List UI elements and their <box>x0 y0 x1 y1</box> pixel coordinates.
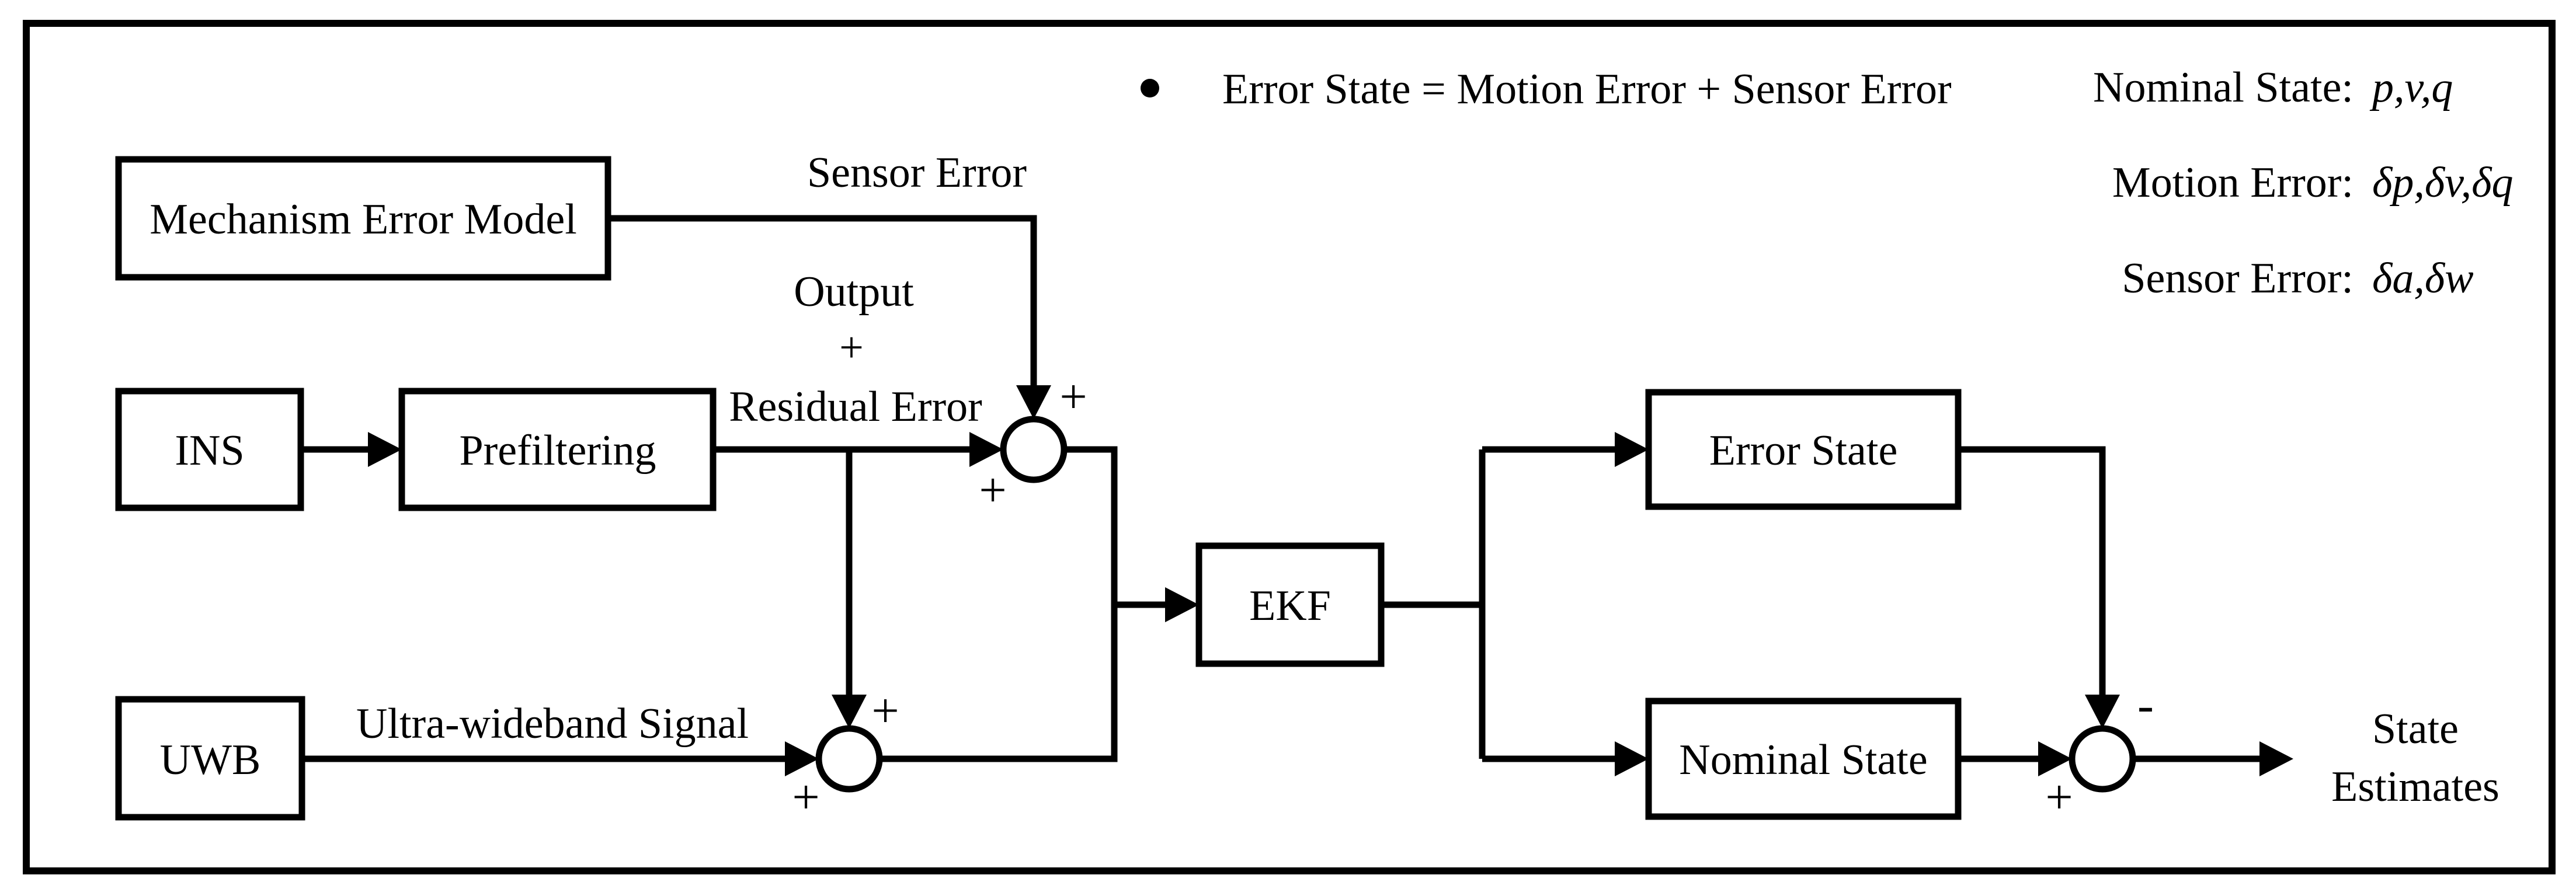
block-uwb <box>115 696 305 821</box>
block-error-state <box>1645 389 1962 510</box>
edge-label-ultra-wideband-signal: Ultra-wideband Signal <box>356 700 749 748</box>
connector-sum1-to-junction <box>1064 446 1118 605</box>
block-label-nominal-state: Nominal State <box>1679 736 1927 784</box>
arrowhead-into-sum1-top <box>1016 385 1051 419</box>
sum2-left-sign: + <box>792 771 819 825</box>
legend-nominal-state-label: Nominal State: <box>2093 64 2353 111</box>
arrowhead-into-ekf <box>1165 587 1199 622</box>
edge-label-sensor-error: Sensor Error <box>807 149 1027 197</box>
block-label-mechanism-error-model: Mechanism Error Model <box>150 196 577 243</box>
edge-label-output: Output <box>794 268 914 316</box>
output-label-estimates: Estimates <box>2331 763 2499 811</box>
arrowhead-into-prefiltering <box>368 432 402 467</box>
arrowhead-into-sum2-top <box>832 695 867 728</box>
arrowhead-into-nominal-state <box>1615 741 1649 776</box>
outer-border <box>23 20 2556 874</box>
block-ins <box>115 388 304 511</box>
arrowhead-into-error-state <box>1615 432 1649 467</box>
connector-mechanism-to-sum1 <box>608 215 1037 388</box>
connector-sum2-to-junction <box>879 605 1118 762</box>
arrowhead-into-sum1-left <box>969 432 1003 467</box>
edge-label-residual-error: Residual Error <box>729 383 982 431</box>
sum1-left-sign: + <box>979 463 1006 518</box>
arrowhead-into-sum3-left <box>2038 741 2072 776</box>
summing-junction-1 <box>1000 416 1068 483</box>
summing-junction-2 <box>815 725 883 793</box>
legend-motion-error-value: δp,δv,δq <box>2372 159 2514 207</box>
sum3-left-sign: + <box>2045 771 2073 825</box>
legend-sensor-error-label: Sensor Error: <box>2122 254 2353 302</box>
sum3-top-sign: - <box>2137 678 2154 733</box>
output-label-state: State <box>2372 705 2459 753</box>
block-label-error-state: Error State <box>1709 427 1898 475</box>
arrowhead-state-estimates <box>2259 741 2293 776</box>
arrowhead-into-sum2-left <box>785 741 819 776</box>
block-label-uwb: UWB <box>160 736 261 784</box>
block-mechanism-error-model <box>115 156 611 281</box>
summing-junction-3 <box>2069 725 2136 793</box>
sum2-top-sign: + <box>871 684 899 738</box>
edge-label-output-plus: + <box>839 324 864 372</box>
block-nominal-state <box>1645 698 1962 820</box>
legend-nominal-state-value: p,v,q <box>2369 64 2453 111</box>
block-ekf <box>1195 542 1385 667</box>
block-label-prefiltering: Prefiltering <box>459 427 656 475</box>
sum1-top-sign: + <box>1059 370 1087 424</box>
legend-motion-error-label: Motion Error: <box>2112 159 2353 207</box>
arrowhead-into-sum3-top <box>2085 695 2120 728</box>
bullet-icon <box>1141 79 1159 97</box>
block-label-ekf: EKF <box>1249 582 1331 630</box>
legend-sensor-error-value: δa,δw <box>2372 254 2474 302</box>
connector-error-state-to-sum3 <box>1958 446 2106 697</box>
note-bullet-text: Error State = Motion Error + Sensor Erro… <box>1222 65 1952 113</box>
block-label-ins: INS <box>175 427 244 475</box>
block-prefiltering <box>398 388 717 511</box>
